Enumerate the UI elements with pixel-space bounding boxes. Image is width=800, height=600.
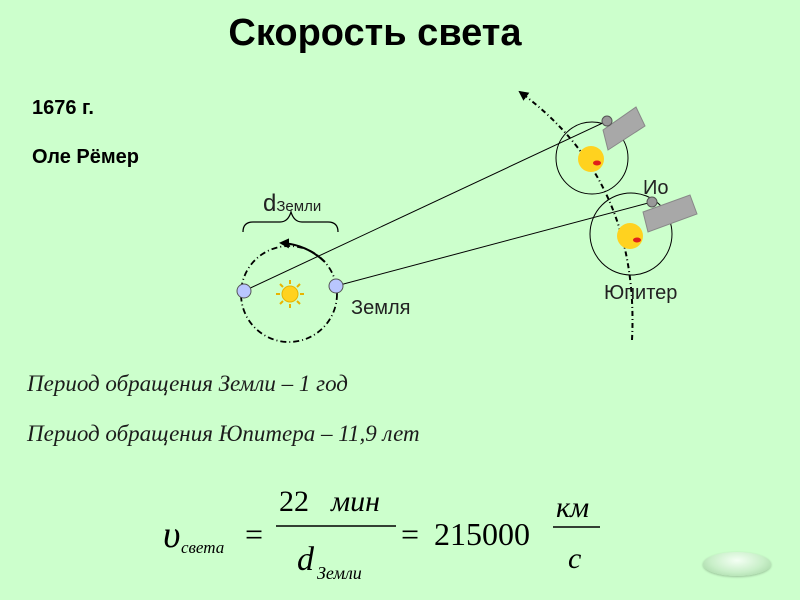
formula-denominator-symbol: d: [297, 541, 315, 578]
formula-v-subscript: света: [181, 538, 224, 557]
earth-period-text: Период обращения Земли – 1 год: [27, 371, 348, 396]
formula-numerator-unit: мин: [330, 485, 380, 518]
jupiter-period-text: Период обращения Юпитера – 11,9 лет: [27, 421, 420, 446]
formula-unit-numerator: км: [556, 491, 589, 524]
io-label: Ио: [643, 177, 669, 199]
jupiter-position-2: [589, 192, 698, 276]
formula-equals-2: =: [401, 516, 419, 552]
jupiter-label: Юпитер: [604, 282, 677, 304]
formula-v-symbol: υ: [163, 514, 180, 556]
sun-icon: [276, 280, 304, 308]
sight-line-1: [243, 120, 608, 292]
formula-result: 215000: [434, 516, 530, 552]
sight-line-2: [335, 201, 653, 287]
distance-brace: [242, 209, 339, 233]
earth-label: Земля: [351, 297, 410, 319]
slide-title: Скорость света: [228, 12, 522, 54]
formula-unit-denominator: с: [568, 542, 581, 575]
oval-nav-button[interactable]: [703, 552, 771, 576]
jupiter-position-1: [555, 106, 646, 195]
speed-formula: υ света = 22 мин d Земли = 215000 км с: [163, 485, 600, 583]
earth-orbit-arrow: [279, 238, 326, 263]
scientist-name: Оле Рёмер: [32, 146, 140, 168]
year-label: 1676 г.: [32, 97, 94, 119]
formula-equals-1: =: [245, 516, 263, 552]
formula-denominator-subscript: Земли: [317, 563, 362, 583]
earth-position-2: [328, 278, 344, 294]
formula-numerator-value: 22: [279, 485, 309, 518]
jupiter-orbit: [518, 90, 634, 341]
distance-label: dЗемли: [263, 190, 321, 217]
earth-position-1: [236, 283, 252, 299]
